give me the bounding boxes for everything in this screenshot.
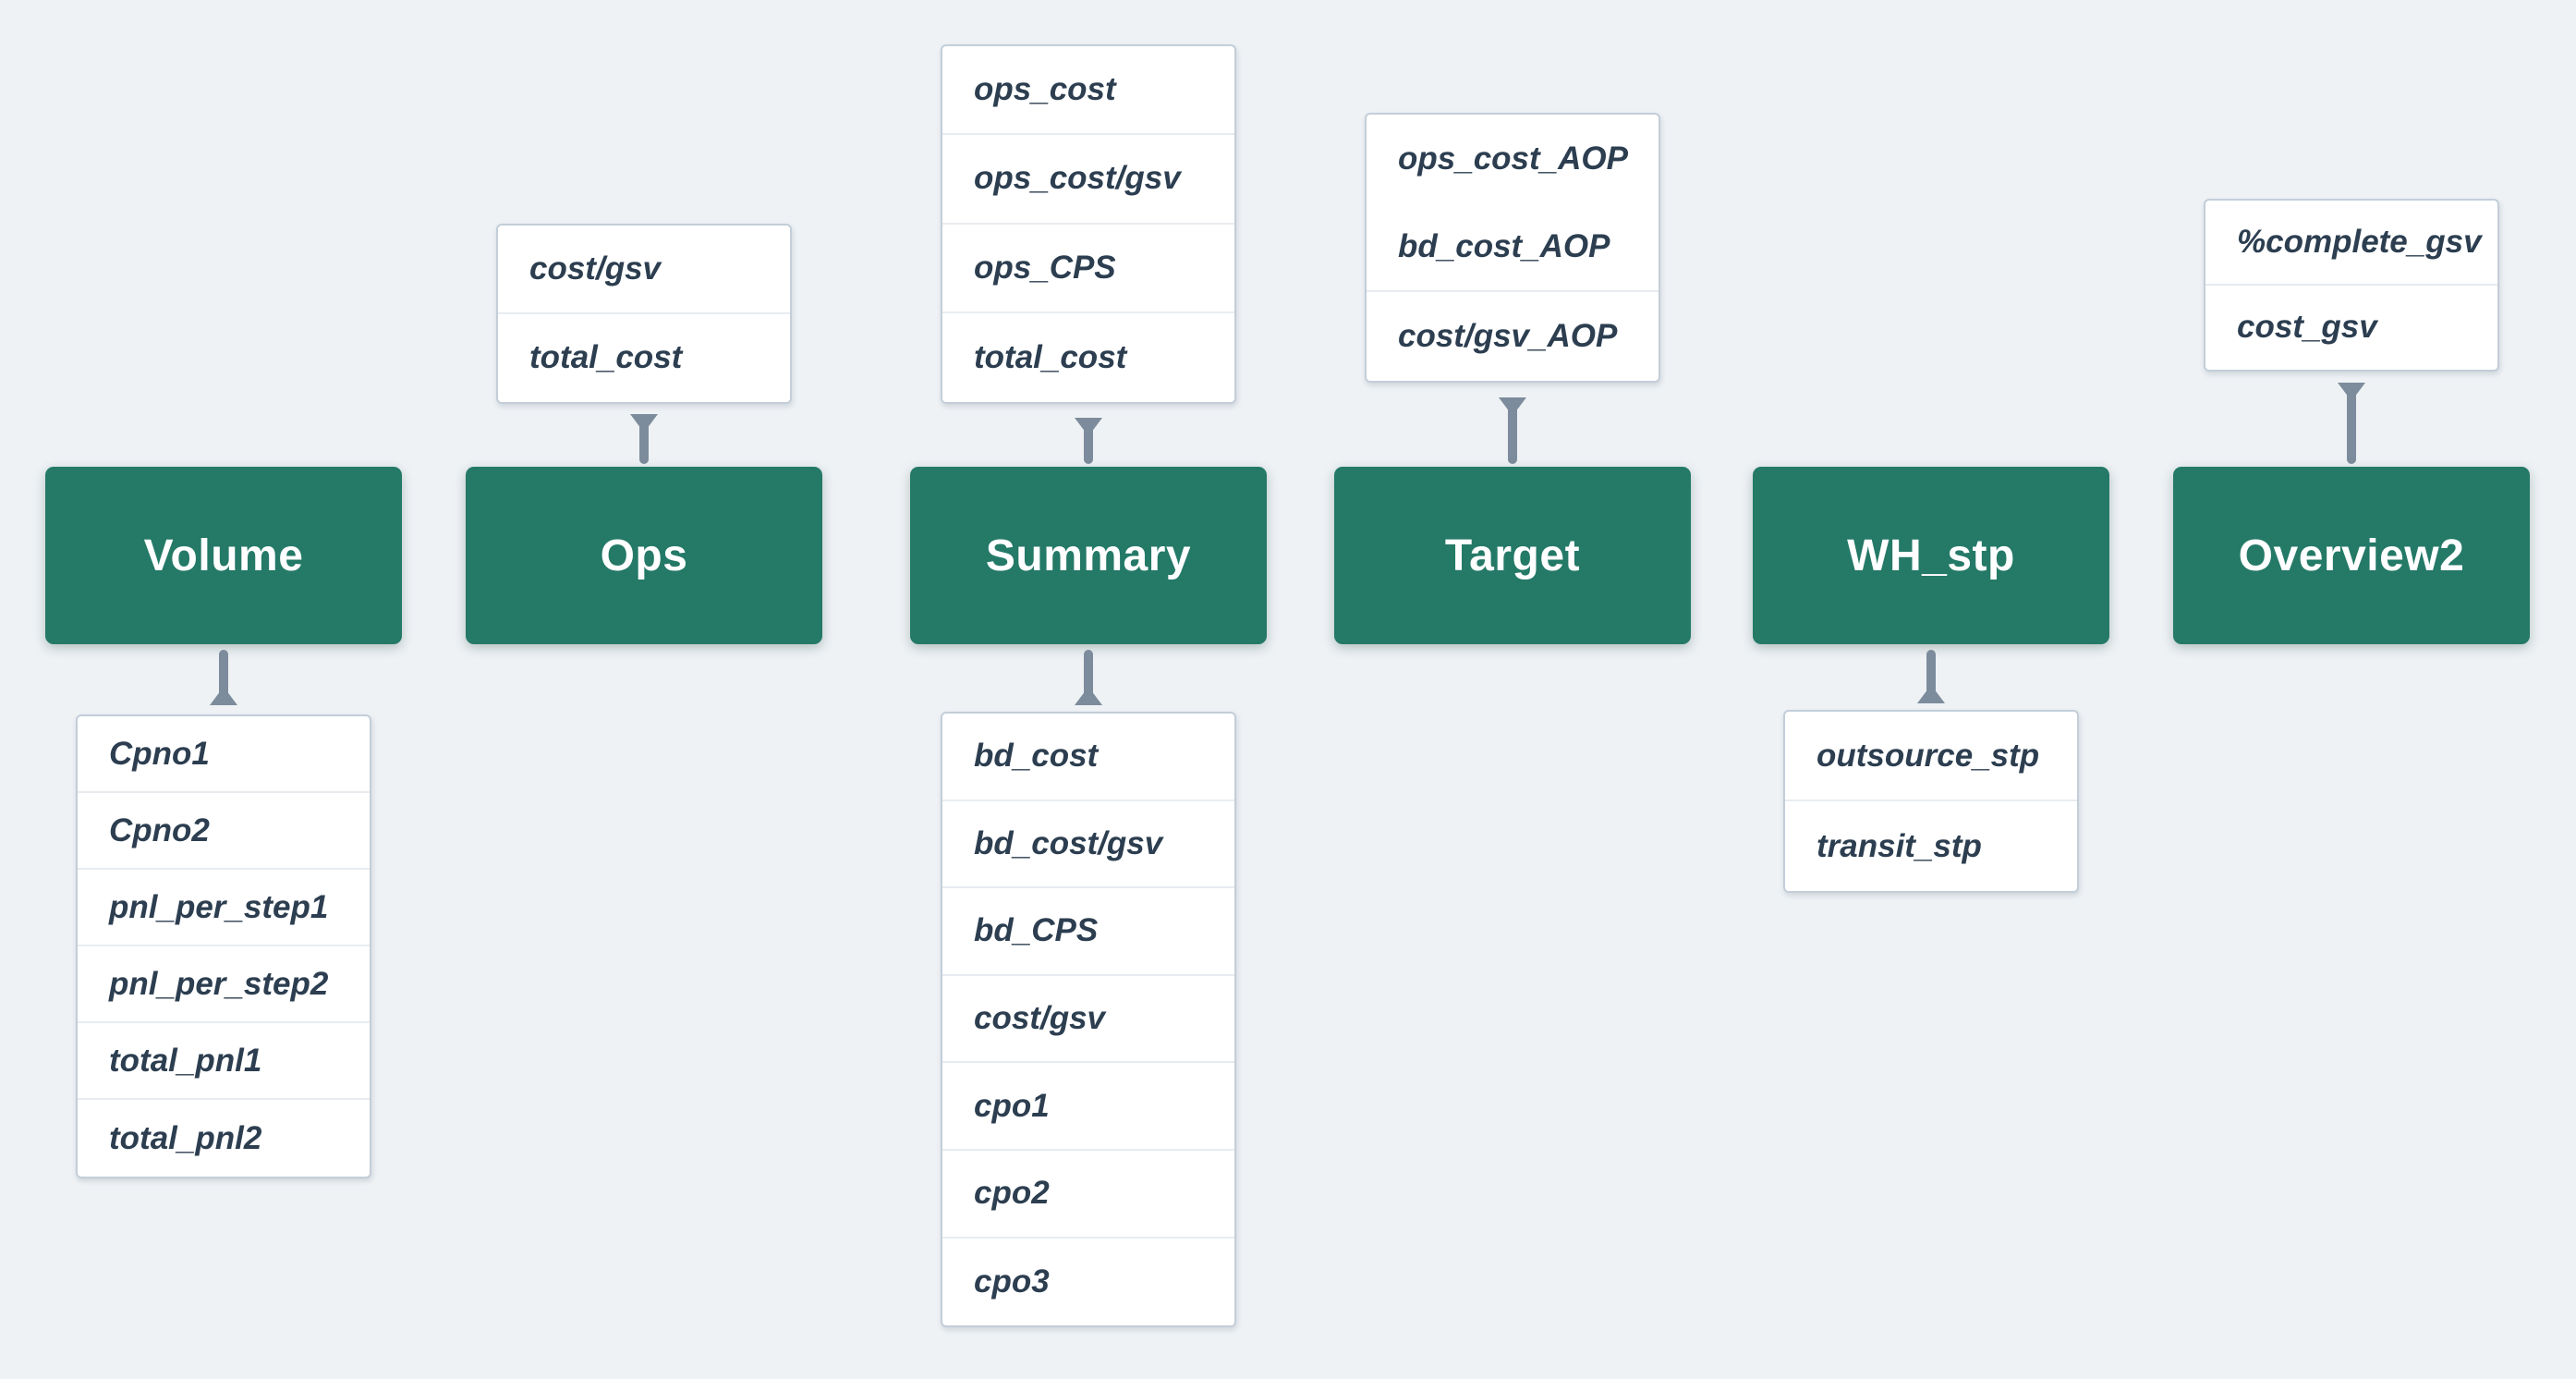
field-list-overview2: %complete_gsv cost_gsv [2204,199,2499,372]
field-list-ops: cost/gsv total_cost [496,224,792,404]
field-item[interactable]: cost/gsv [942,976,1234,1064]
connector-arrow-ops [630,414,658,464]
connector-arrow-wh-stp [1917,650,1945,703]
field-item[interactable]: pnl_per_step2 [78,946,370,1023]
field-item[interactable]: total_cost [974,338,1127,375]
field-item[interactable]: cost/gsv [498,226,790,314]
field-item[interactable]: cost/gsv_AOP [1398,318,1618,354]
sheet-node-title: Summary [985,531,1192,580]
sheet-node-ops[interactable]: Ops [466,467,822,644]
sheet-node-volume[interactable]: Volume [45,467,402,644]
field-item[interactable]: ops_cost_AOP [1398,140,1628,177]
sheet-node-wh-stp[interactable]: WH_stp [1753,467,2109,644]
field-item[interactable]: pnl_per_step1 [78,870,370,946]
sheet-node-title: Ops [600,531,688,580]
field-item[interactable]: outsource_stp [1785,712,2077,801]
field-item[interactable]: Cpno2 [78,793,370,870]
connector-arrow-summary-top [1075,418,1102,464]
field-item[interactable]: cpo3 [974,1263,1050,1300]
field-item[interactable]: Cpno1 [78,716,370,793]
field-item[interactable]: cpo2 [942,1151,1234,1239]
connector-arrow-target [1499,397,1526,464]
connector-arrow-volume [210,650,237,705]
sheet-node-title: Volume [143,531,304,580]
field-item[interactable]: total_pnl1 [78,1023,370,1100]
field-item[interactable]: cpo1 [942,1063,1234,1151]
sheet-node-target[interactable]: Target [1334,467,1691,644]
field-item[interactable]: bd_cost/gsv [942,801,1234,889]
field-item[interactable]: transit_stp [1817,827,1982,864]
field-item[interactable]: cost_gsv [2237,309,2377,346]
sheet-node-overview2[interactable]: Overview2 [2173,467,2530,644]
field-item[interactable]: bd_CPS [942,888,1234,976]
field-item[interactable]: bd_cost [942,714,1234,801]
field-item[interactable]: bd_cost_AOP [1367,203,1659,292]
connector-arrow-summary-bottom [1075,650,1102,705]
field-list-target: ops_cost_AOP bd_cost_AOP cost/gsv_AOP [1365,113,1660,383]
field-item[interactable]: total_pnl2 [109,1119,262,1156]
field-item[interactable]: total_cost [529,339,683,376]
field-item[interactable]: ops_CPS [942,225,1234,313]
sheet-node-summary[interactable]: Summary [910,467,1267,644]
field-item[interactable]: %complete_gsv [2205,201,2497,286]
connector-arrow-overview2 [2338,383,2365,464]
field-item[interactable]: ops_cost/gsv [942,135,1234,225]
sheet-node-title: Target [1444,531,1581,580]
sheet-node-title: WH_stp [1847,531,2015,580]
field-item[interactable]: ops_cost [942,46,1234,136]
sheet-node-title: Overview2 [2238,531,2465,580]
field-list-wh-stp: outsource_stp transit_stp [1783,710,2079,893]
